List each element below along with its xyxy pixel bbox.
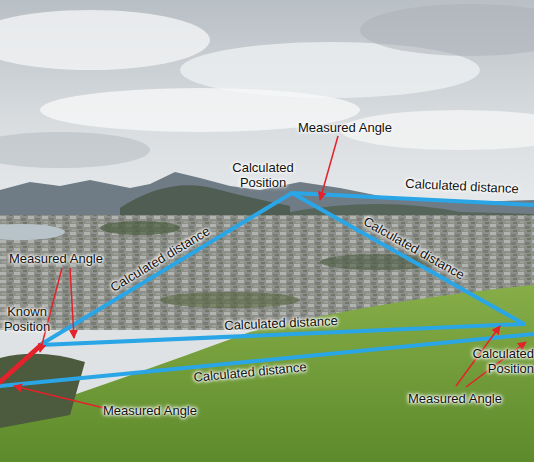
position-label: Calculated Position — [218, 160, 308, 190]
cloud — [360, 4, 534, 56]
lake — [0, 224, 65, 240]
distance-label: Calculated distance — [107, 223, 212, 294]
leader-arrow — [70, 268, 74, 338]
position-label: Known Position — [0, 304, 54, 334]
distance-label: Calculated distance — [361, 214, 467, 283]
annotation-label: Measured Angle — [103, 403, 197, 418]
distance-line — [292, 193, 524, 324]
annotation-label: Measured Angle — [298, 120, 392, 135]
baseline — [0, 346, 40, 382]
leader-arrow — [14, 386, 104, 408]
trees — [160, 292, 300, 308]
position-label: Calculated Position — [468, 346, 534, 376]
trees — [100, 221, 180, 235]
leader-arrow — [320, 136, 338, 200]
annotation-label: Calculated distance — [193, 359, 307, 385]
slope — [0, 354, 85, 428]
cloud — [0, 10, 210, 70]
annotation-label: Measured Angle — [408, 391, 502, 406]
cloud — [0, 132, 150, 168]
grass-field — [0, 285, 534, 462]
position-node: Known Position — [0, 300, 54, 345]
annotation-label: Measured Angle — [9, 251, 103, 266]
position-node: Calculated Position — [468, 324, 534, 380]
position-node: Calculated Position — [218, 160, 308, 193]
annotation-label: Calculated distance — [405, 176, 519, 197]
distance-label: Calculated distance — [224, 313, 338, 333]
